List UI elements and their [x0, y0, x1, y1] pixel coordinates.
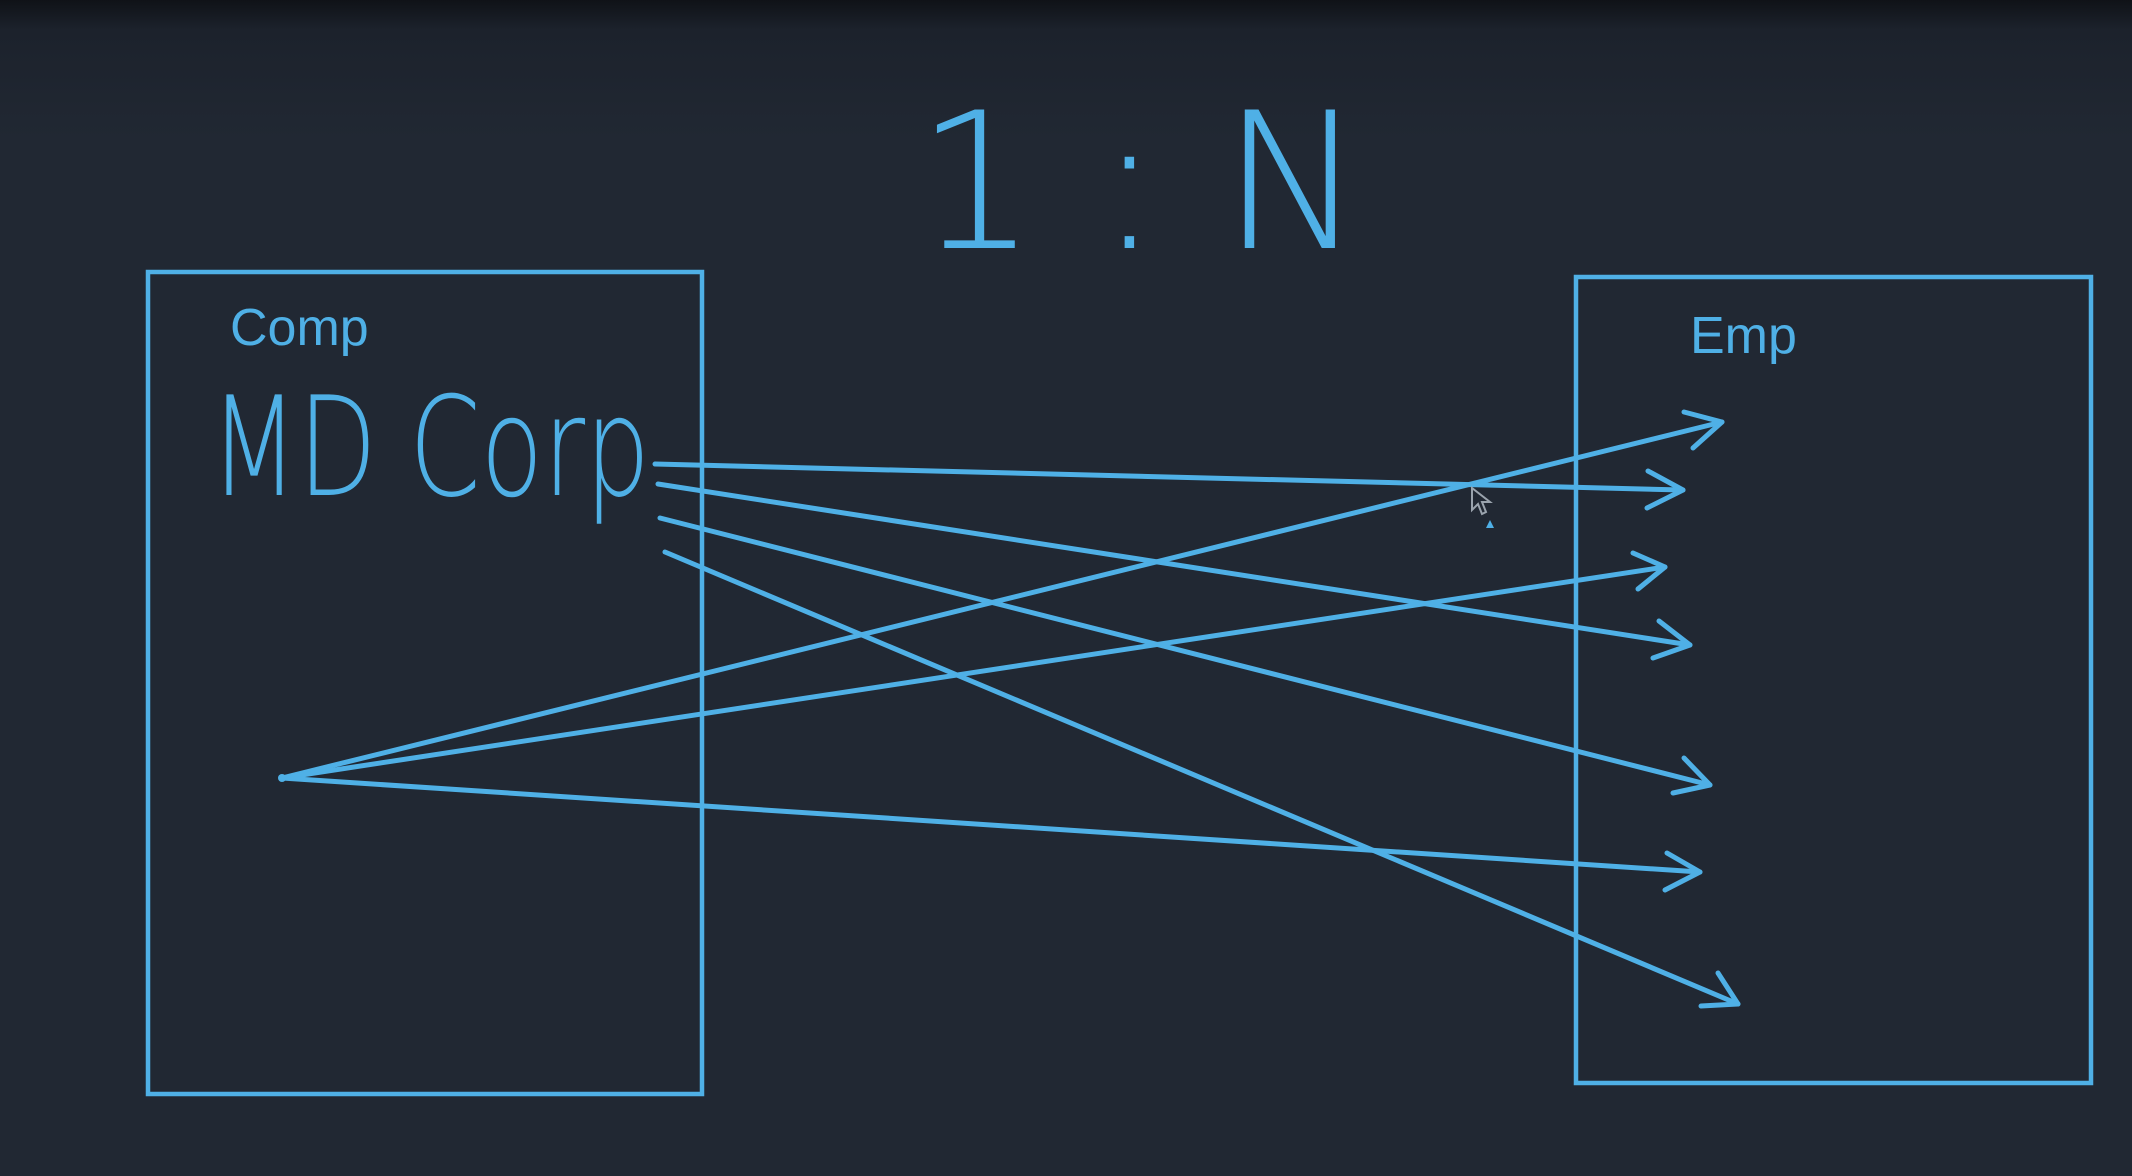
comp-entity-box: [145, 269, 705, 1097]
emp-entity-label: Emp: [1690, 307, 1797, 365]
arrow-md-corp-to-emp-row-5: [657, 515, 1713, 796]
arrow-comp-point-to-emp-row-3: [279, 550, 1668, 781]
arrow-md-corp-to-emp-row-4: [655, 481, 1693, 661]
comp-entity-label: Comp: [230, 299, 369, 357]
title-text: 1 : N: [916, 72, 1364, 293]
md-corp-value: MD Corp: [210, 367, 650, 528]
arrow-comp-point-to-emp-row-6: [279, 775, 1703, 893]
cardinality-title: 1 : N: [916, 72, 1364, 293]
comp-entity: Comp MD Corp: [145, 269, 705, 1097]
arrow-md-corp-to-emp-row-2: [652, 461, 1686, 511]
emp-entity-box: [1573, 274, 2094, 1086]
arrows-from-md-corp: [652, 461, 1741, 1009]
arrow-md-corp-to-emp-row-7: [662, 549, 1741, 1009]
arrow-comp-point-to-emp-row-1: [279, 409, 1725, 781]
arrows-from-comp-point: [278, 409, 1725, 893]
emp-entity: Emp: [1573, 274, 2094, 1086]
mouse-pointer-icon: [1471, 485, 1494, 528]
